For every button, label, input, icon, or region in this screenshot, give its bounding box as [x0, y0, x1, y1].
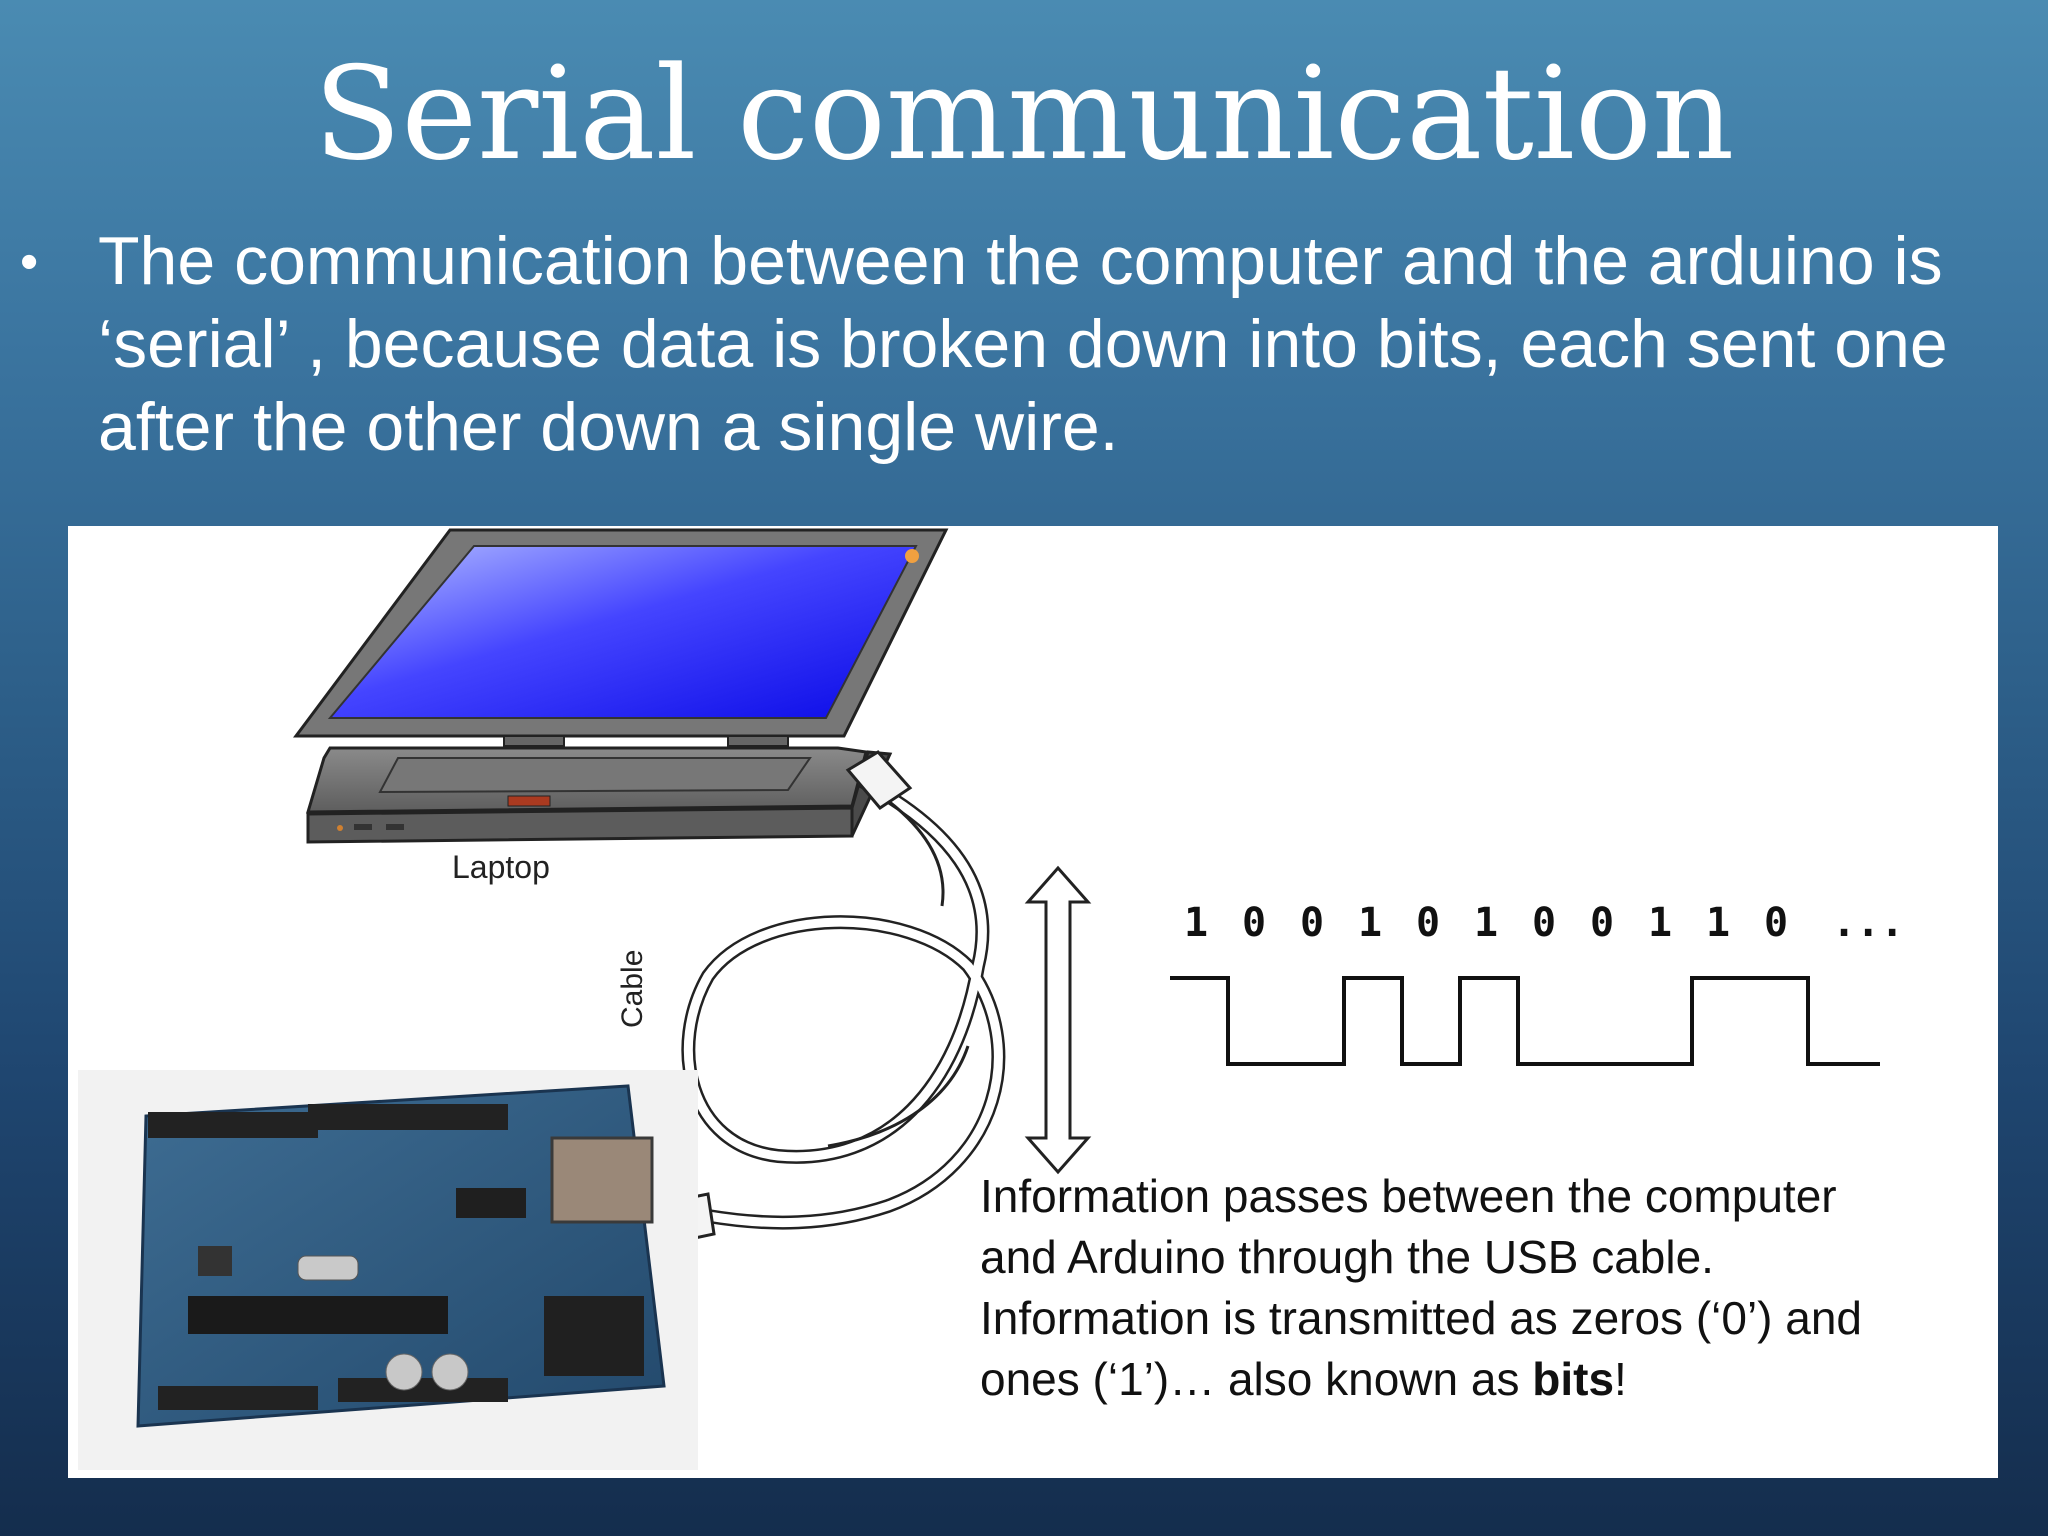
arduino-crystal	[297, 1255, 359, 1281]
serial-communication-diagram: Laptop Cable 1 0 0 1 0 1 0 0 1 1 0 ... I…	[68, 526, 1998, 1478]
laptop-touchpad	[507, 795, 551, 807]
arduino-header	[338, 1378, 508, 1402]
arduino-board	[78, 1070, 698, 1470]
laptop-hinge	[503, 735, 565, 747]
laptop-screen	[327, 545, 918, 719]
square-wave	[1170, 976, 1880, 1066]
bit-label: 1	[1474, 900, 1498, 946]
bit-label: 1	[1358, 900, 1382, 946]
laptop-keyboard	[378, 757, 812, 794]
arduino-chip	[456, 1188, 526, 1218]
caption-line: Information passes between the computer	[980, 1170, 1837, 1222]
bit-sequence: 1 0 0 1 0 1 0 0 1 1 0 ...	[1184, 900, 1904, 946]
laptop-port	[386, 824, 404, 830]
arduino-capacitor	[431, 1353, 469, 1391]
bullet-text: The communication between the computer a…	[98, 220, 2018, 469]
bit-label: 1	[1648, 900, 1672, 946]
bullet-line: after the other down a single wire.	[98, 389, 1119, 465]
slide-title: Serial communication	[313, 40, 1735, 189]
laptop-port	[354, 824, 372, 830]
bit-label: 0	[1416, 900, 1440, 946]
bullet-line: ‘serial’ , because data is broken down i…	[98, 306, 1948, 382]
arduino-usb-port	[550, 1136, 654, 1224]
arduino-chip	[188, 1296, 448, 1334]
bit-label: 0	[1242, 900, 1266, 946]
bit-label: 1	[1184, 900, 1208, 946]
bit-label: 0	[1300, 900, 1324, 946]
laptop-illustration	[293, 528, 949, 844]
figure-caption: Information passes between the computer …	[980, 1166, 1990, 1410]
bullet-point-marker: •	[20, 233, 39, 291]
arduino-capacitor	[385, 1353, 423, 1391]
caption-bold-text: bits	[1532, 1353, 1615, 1405]
laptop-hinge	[727, 735, 789, 747]
bit-label: 1	[1706, 900, 1730, 946]
bit-ellipsis: ...	[1832, 900, 1904, 946]
laptop-indicator	[337, 825, 343, 831]
arduino-power-jack	[544, 1296, 644, 1376]
arduino-reset-button	[198, 1246, 232, 1276]
bit-label: 0	[1532, 900, 1556, 946]
arduino-pcb	[136, 1084, 666, 1428]
caption-text: !	[1614, 1353, 1627, 1405]
caption-line: ones (‘1’)… also known as bits!	[980, 1349, 1990, 1410]
arduino-header	[148, 1112, 318, 1138]
arduino-header	[308, 1104, 508, 1130]
caption-line: and Arduino through the USB cable.	[980, 1231, 1714, 1283]
laptop-led	[905, 549, 919, 563]
arduino-header	[158, 1386, 318, 1410]
laptop-label: Laptop	[452, 849, 550, 885]
double-arrow-icon	[1024, 865, 1092, 1175]
usb-plug-top	[845, 750, 913, 810]
caption-text: ones (‘1’)… also known as	[980, 1353, 1533, 1405]
diagram-canvas: Laptop Cable 1 0 0 1 0 1 0 0 1 1 0 ...	[78, 528, 1904, 1470]
bit-label: 0	[1590, 900, 1614, 946]
cable-label: Cable	[616, 950, 649, 1028]
caption-line: Information is transmitted as zeros (‘0’…	[980, 1292, 1863, 1344]
bullet-line: The communication between the computer a…	[98, 223, 1943, 299]
bit-label: 0	[1764, 900, 1788, 946]
